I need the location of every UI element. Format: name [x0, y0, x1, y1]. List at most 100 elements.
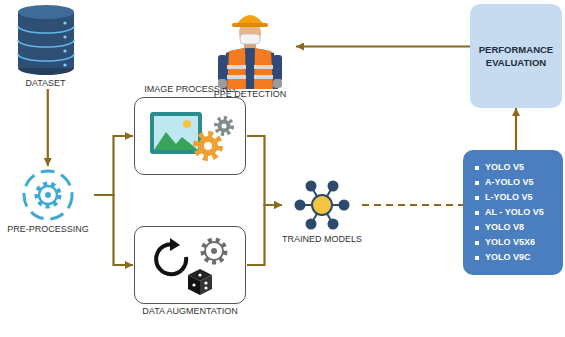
- model-name: YOLO V9C: [485, 251, 531, 264]
- icon-part: [198, 273, 201, 276]
- bullet-square: [475, 241, 479, 245]
- augmentation-box: DATA AUGMENTATION: [133, 224, 247, 317]
- icon-part: [18, 5, 74, 19]
- icon-part: [306, 181, 317, 192]
- icon-part: [63, 63, 66, 66]
- network-icon: [292, 176, 352, 234]
- node-label: DATASET: [8, 78, 83, 89]
- list-item: A-YOLO V5: [475, 176, 555, 189]
- bullet-square: [475, 166, 479, 170]
- icon-part: [63, 21, 66, 24]
- icon-part: [254, 75, 273, 79]
- flow-connector: [247, 205, 282, 265]
- preprocessing-node: PRE-PROCESSING: [2, 166, 94, 235]
- icon-part: [198, 136, 218, 156]
- rounded-box: [134, 97, 246, 175]
- list-item: YOLO V5: [475, 161, 555, 174]
- model-name: AL - YOLO V5: [485, 206, 544, 219]
- icon-part: [18, 40, 74, 47]
- icon-part: [218, 55, 227, 81]
- icon-part: [45, 192, 51, 198]
- icon-part: [328, 181, 339, 192]
- bullet-square: [475, 226, 479, 230]
- evaluation-box: PERFORMANCE EVALUATION: [470, 4, 562, 108]
- worker-illustration: [214, 3, 286, 89]
- flow-connector: [515, 108, 517, 150]
- icon-part: [18, 26, 74, 33]
- icon-part: [222, 48, 278, 89]
- icon-part: [300, 186, 344, 224]
- bullet-square: [475, 196, 479, 200]
- node-label: PPE DETECTION: [204, 89, 296, 100]
- icon-part: [188, 275, 200, 295]
- database-icon: [15, 2, 77, 78]
- icon-part: [203, 240, 225, 262]
- icon-part: [154, 116, 198, 150]
- flow-connector: [247, 136, 282, 205]
- icon-part: [37, 184, 59, 206]
- icon-part: [218, 79, 227, 88]
- list-item: YOLO V8: [475, 221, 555, 234]
- rounded-box: [134, 226, 246, 304]
- icon-part: [227, 48, 246, 89]
- icon-part: [18, 54, 74, 61]
- icon-part: [218, 120, 231, 133]
- icon-part: [254, 48, 273, 89]
- list-item: YOLO V9C: [475, 251, 555, 264]
- bullet-square: [475, 181, 479, 185]
- gear-cycle-icon: [19, 166, 77, 224]
- icon-part: [328, 219, 339, 230]
- icon-part: [154, 132, 198, 150]
- flow-connector: [47, 89, 49, 166]
- icon-part: [306, 219, 317, 230]
- model-name: YOLO V5X6: [485, 236, 535, 249]
- icon-part: [240, 34, 260, 44]
- icon-part: [192, 283, 195, 286]
- image-processing-icon: [144, 104, 236, 168]
- flow-connector: [94, 195, 133, 265]
- ppe-detection-node: PPE DETECTION: [204, 3, 296, 100]
- model-name: YOLO V5: [485, 161, 524, 174]
- icon-part: [273, 79, 282, 88]
- icon-part: [295, 181, 350, 230]
- icon-part: [204, 286, 207, 289]
- bullet-square: [475, 211, 479, 215]
- list-item: AL - YOLO V5: [475, 206, 555, 219]
- flow-connector: [362, 204, 463, 206]
- box-heading: DATA AUGMENTATION: [133, 306, 247, 317]
- node-label: TRAINED MODELS: [282, 234, 362, 245]
- icon-part: [312, 195, 332, 215]
- model-name: L-YOLO V5: [485, 191, 533, 204]
- icon-part: [216, 118, 232, 134]
- icon-part: [211, 248, 217, 254]
- icon-part: [170, 238, 180, 251]
- icon-part: [63, 35, 66, 38]
- model-name: YOLO V8: [485, 221, 524, 234]
- icon-part: [232, 23, 268, 27]
- icon-part: [339, 200, 350, 211]
- flow-connector: [94, 136, 133, 195]
- icon-part: [24, 171, 72, 219]
- icon-part: [200, 275, 212, 295]
- trained-models-node: TRAINED MODELS: [282, 176, 362, 245]
- icon-part: [273, 55, 282, 81]
- icon-part: [63, 49, 66, 52]
- node-label: PRE-PROCESSING: [2, 224, 94, 235]
- model-list-box: YOLO V5 A-YOLO V5 L-YOLO V5 AL - YOLO V5 YOL…: [463, 150, 563, 275]
- icon-part: [205, 242, 223, 260]
- flow-connector: [296, 45, 470, 47]
- model-name: A-YOLO V5: [485, 176, 534, 189]
- icon-part: [204, 281, 207, 284]
- list-item: YOLO V5X6: [475, 236, 555, 249]
- bullet-square: [475, 256, 479, 260]
- dataset-node: DATASET: [8, 2, 83, 89]
- icon-part: [39, 186, 57, 204]
- icon-part: [227, 75, 246, 79]
- icon-part: [150, 112, 202, 154]
- icon-part: [222, 124, 227, 129]
- icon-part: [227, 65, 246, 69]
- icon-part: [204, 142, 212, 150]
- icon-part: [254, 65, 273, 69]
- panel-text: PERFORMANCE EVALUATION: [476, 43, 556, 69]
